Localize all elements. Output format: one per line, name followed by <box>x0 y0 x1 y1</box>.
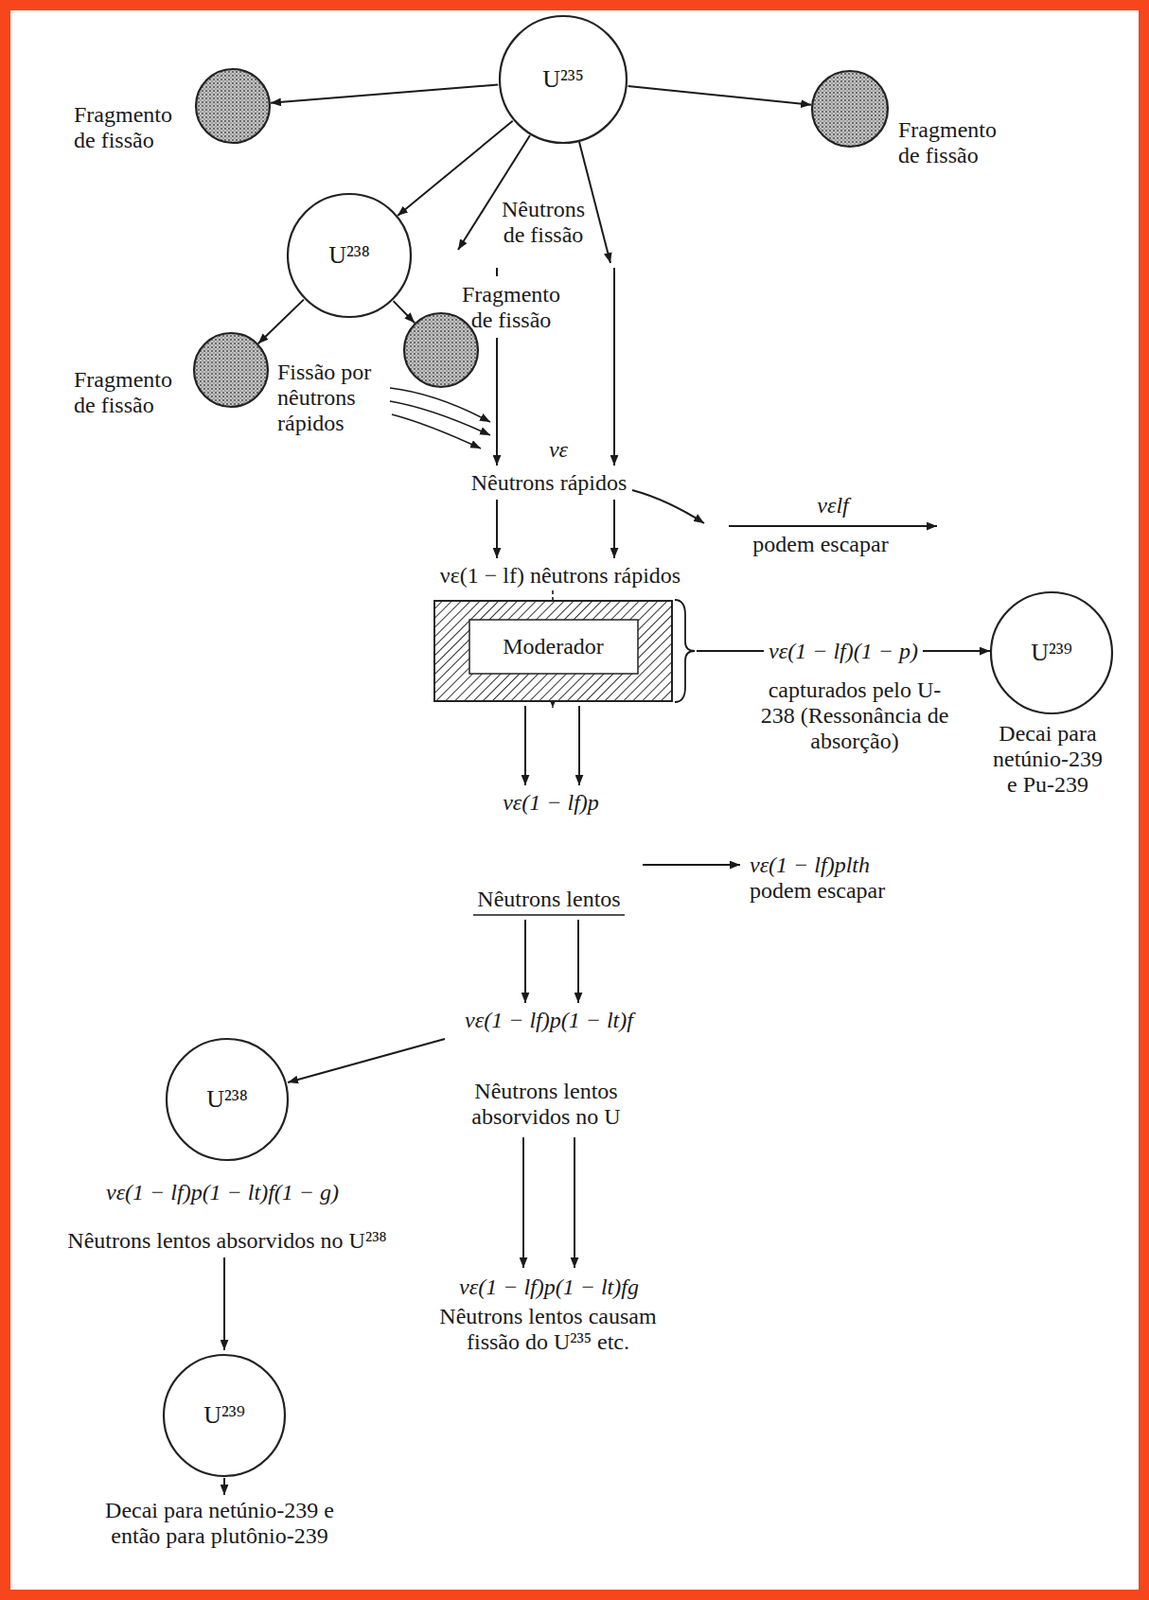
fragment-circle <box>194 67 272 145</box>
moderator-inner <box>469 619 638 674</box>
flow-label: podem escapar <box>752 531 888 558</box>
moderator-box: Moderador <box>431 598 675 705</box>
hatched-border <box>434 601 672 702</box>
flow-arrow <box>578 706 581 786</box>
flow-arrow <box>522 1137 525 1269</box>
edge-label: νε(1 − lf)(1 − p) <box>763 638 923 665</box>
formula-label: νε(1 − lf)p(1 − lt)f <box>464 1007 634 1034</box>
arrow-connector <box>393 300 416 323</box>
node-caption: Nêutrons lentos absorvidos no U²³⁸ <box>67 1228 387 1255</box>
formula-label: νε(1 − lf)plth <box>749 852 870 879</box>
node-caption: νε(1 − lf)p(1 − lt)f(1 − g) <box>106 1180 339 1206</box>
formula-label: νε(1 − lf)p <box>502 790 600 816</box>
fragment-disc <box>194 333 268 407</box>
escape-arrow <box>728 525 937 528</box>
nucleus-disc <box>163 1355 285 1477</box>
node-caption: Decai para netúnio-239 e Pu-239 <box>989 721 1108 798</box>
arrow-connector <box>397 121 513 216</box>
flow-label: Nêutrons de fissão <box>495 196 591 248</box>
arrow-connector <box>258 300 304 345</box>
arrow-connector <box>270 85 498 104</box>
box-title: Moderador <box>502 634 604 660</box>
capture-arrow <box>287 1039 445 1083</box>
flow-label: Fissão por nêutrons rápidos <box>277 359 382 437</box>
nucleus-circle: U²³⁸ νε(1 − lf)p(1 − lt)f(1 − g) Nêutrons … <box>65 1035 389 1256</box>
flow-arrow <box>495 499 498 559</box>
nucleus-symbol: U²³⁵ <box>542 65 584 94</box>
fragment-disc <box>195 69 270 143</box>
nucleus-circle: U²³⁸ <box>283 190 415 321</box>
nucleus-disc <box>499 16 627 143</box>
flow-label: capturados pelo U-238 (Ressonância de ab… <box>756 677 954 755</box>
flow-arrow <box>577 919 580 1004</box>
nucleus-symbol: U²³⁸ <box>328 241 370 270</box>
fission-fragment: Fragmento de fissão <box>400 280 568 391</box>
flow-arrow <box>613 499 616 559</box>
nucleus-circle: U²³⁹ Decai para netúnio-239 e Pu-239 <box>987 588 1117 800</box>
flow-arrow <box>524 919 527 1004</box>
fragment-label: Fragmento de fissão <box>457 282 566 334</box>
fragment-disc <box>404 313 478 388</box>
fragment-circle <box>192 331 270 409</box>
decay-arrow <box>223 1478 226 1496</box>
fission-fragment: Fragmento de fissão <box>808 67 1009 171</box>
nucleus-disc <box>990 592 1113 714</box>
fragment-label: Fragmento de fissão <box>898 117 1008 169</box>
arrow-connector <box>628 86 813 106</box>
arrow-connector <box>223 1257 226 1351</box>
flow-label: Nêutrons rápidos <box>471 470 628 496</box>
formula-label: νε <box>548 437 568 463</box>
node-caption: Decai para netúnio-239 e então para plut… <box>100 1498 339 1550</box>
fission-fragment: Fragmento de fissão <box>71 329 272 421</box>
flow-arrow <box>524 706 527 786</box>
fragment-disc <box>812 70 888 147</box>
fission-fragment: Fragmento de fissão <box>71 65 274 156</box>
flow-label: Nêutrons lentos absorvidos no U <box>465 1078 627 1131</box>
nucleus-circle: U²³⁵ <box>495 12 631 147</box>
formula-label: νεlf <box>816 493 849 519</box>
nucleus-symbol: U²³⁹ <box>1030 638 1072 668</box>
escape-arrow <box>632 490 705 524</box>
fragment-label: Fragmento de fissão <box>73 367 183 419</box>
fragment-circle <box>402 311 480 389</box>
formula-label: νε(1 − lf)p(1 − lt)fg <box>459 1274 639 1301</box>
brace <box>674 600 695 703</box>
nucleus-circle: U²³⁹ Decai para netúnio-239 e então para … <box>98 1351 341 1552</box>
flow-label: Nêutrons lentos <box>477 886 620 913</box>
nucleus-symbol: U²³⁹ <box>203 1401 245 1431</box>
fast-fission-arrow <box>391 414 481 449</box>
flow-label: Nêutrons lentos causam fissão do U²³⁵ et… <box>432 1304 665 1356</box>
flow-arrow <box>573 1137 576 1269</box>
neutron-line <box>495 267 498 277</box>
fragment-label: Fragmento de fissão <box>73 102 183 154</box>
nucleus-disc <box>287 194 411 318</box>
neutron-arrow <box>495 337 498 466</box>
neutron-arrow <box>613 267 616 466</box>
flow-label: podem escapar <box>749 878 885 904</box>
flow-label: νε(1 − lf) nêutrons rápidos <box>440 563 681 589</box>
nucleus-disc <box>166 1039 288 1161</box>
nucleus-symbol: U²³⁸ <box>206 1085 248 1114</box>
escape-arrow <box>642 864 741 867</box>
fragment-circle <box>810 69 890 149</box>
underline <box>473 914 625 917</box>
